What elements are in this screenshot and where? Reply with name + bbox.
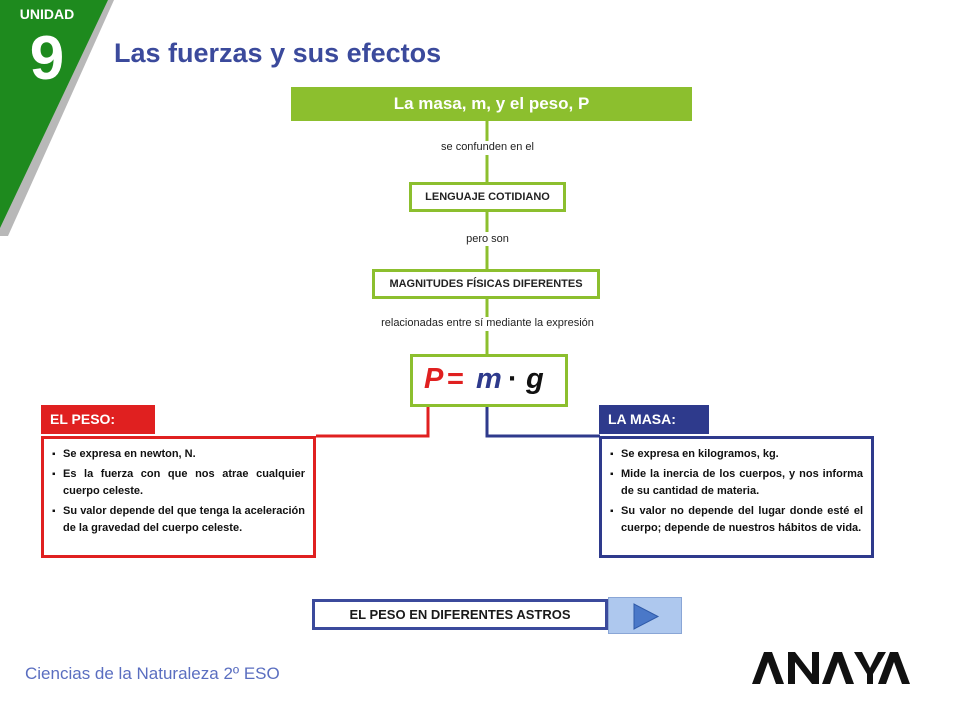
- peso-en-diferentes-astros-button[interactable]: EL PESO EN DIFERENTES ASTROS: [312, 599, 608, 630]
- unit-banner: [0, 0, 114, 236]
- peso-list: Se expresa en newton, N. Es la fuerza co…: [52, 446, 305, 537]
- masa-item: Su valor no depende del lugar donde esté…: [610, 503, 863, 537]
- unit-number: 9: [29, 24, 65, 93]
- main-concept-box: La masa, m, y el peso, P: [291, 87, 692, 121]
- masa-heading: LA MASA:: [599, 405, 709, 434]
- play-arrow-icon: [633, 603, 660, 630]
- masa-item: Se expresa en kilogramos, kg.: [610, 446, 863, 463]
- masa-item: Mide la inercia de los cuerpos, y nos in…: [610, 466, 863, 500]
- unit-label: UNIDAD: [19, 6, 75, 22]
- peso-item: Es la fuerza con que nos atrae cualquier…: [52, 466, 305, 500]
- masa-list: Se expresa en kilogramos, kg. Mide la in…: [610, 446, 863, 537]
- next-button[interactable]: [608, 597, 682, 634]
- peso-panel: Se expresa en newton, N. Es la fuerza co…: [41, 436, 316, 558]
- masa-panel: Se expresa en kilogramos, kg. Mide la in…: [599, 436, 874, 558]
- connector-text-1: se confunden en el: [385, 141, 590, 153]
- formula-p: P: [424, 363, 444, 395]
- anaya-logo: [752, 652, 910, 684]
- formula-equals: =: [447, 363, 464, 395]
- formula-m: m: [476, 363, 502, 395]
- formula-dot: ·: [508, 363, 518, 395]
- formula-g: g: [526, 363, 544, 395]
- peso-item: Su valor depende del que tenga la aceler…: [52, 503, 305, 537]
- connector-text-3: relacionadas entre sí mediante la expres…: [340, 317, 635, 329]
- peso-heading: EL PESO:: [41, 405, 155, 434]
- footer-course: Ciencias de la Naturaleza 2º ESO: [25, 664, 280, 683]
- node-magnitudes-fisicas: MAGNITUDES FÍSICAS DIFERENTES: [372, 269, 600, 299]
- formula-box: P = m · g: [410, 354, 568, 407]
- page-title: Las fuerzas y sus efectos: [114, 38, 442, 68]
- peso-item: Se expresa en newton, N.: [52, 446, 305, 463]
- node-lenguaje-cotidiano: LENGUAJE COTIDIANO: [409, 182, 566, 212]
- connector-text-2: pero son: [425, 233, 550, 245]
